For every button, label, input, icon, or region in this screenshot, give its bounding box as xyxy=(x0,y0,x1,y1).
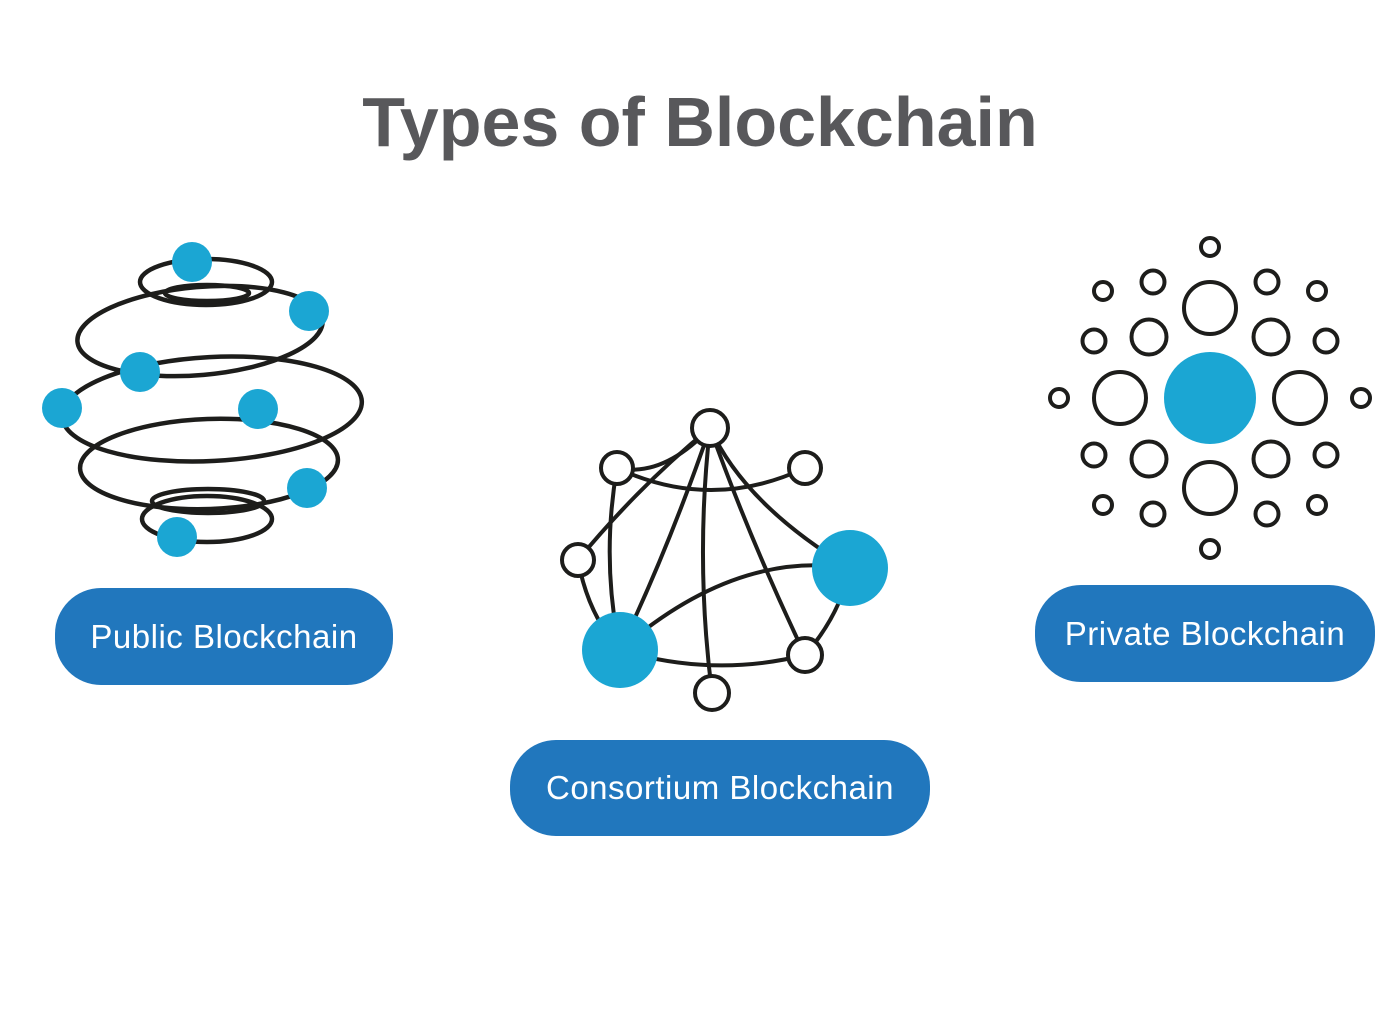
middle-ring-circles xyxy=(1080,268,1340,528)
outer-ring-circles xyxy=(1048,236,1372,560)
sphere-peer-dots xyxy=(42,242,329,557)
consortium-blockchain-label-text: Consortium Blockchain xyxy=(546,769,894,806)
network-hub-nodes xyxy=(582,530,888,688)
inner-ring-circles xyxy=(1092,280,1328,516)
private-blockchain-label[interactable]: Private Blockchain xyxy=(1035,585,1375,682)
page-title: Types of Blockchain xyxy=(362,83,1038,161)
network-member-nodes xyxy=(560,408,824,712)
private-blockchain-label-text: Private Blockchain xyxy=(1064,614,1346,652)
central-authority-node xyxy=(1164,352,1256,444)
public-blockchain-label[interactable]: Public Blockchain xyxy=(55,588,393,685)
consortium-network-graph-icon xyxy=(560,408,888,712)
public-sphere-network-icon xyxy=(42,242,365,557)
public-blockchain-label-text: Public Blockchain xyxy=(90,617,358,655)
consortium-blockchain-label[interactable]: Consortium Blockchain xyxy=(510,740,930,836)
private-radial-cluster-icon xyxy=(1048,236,1372,560)
